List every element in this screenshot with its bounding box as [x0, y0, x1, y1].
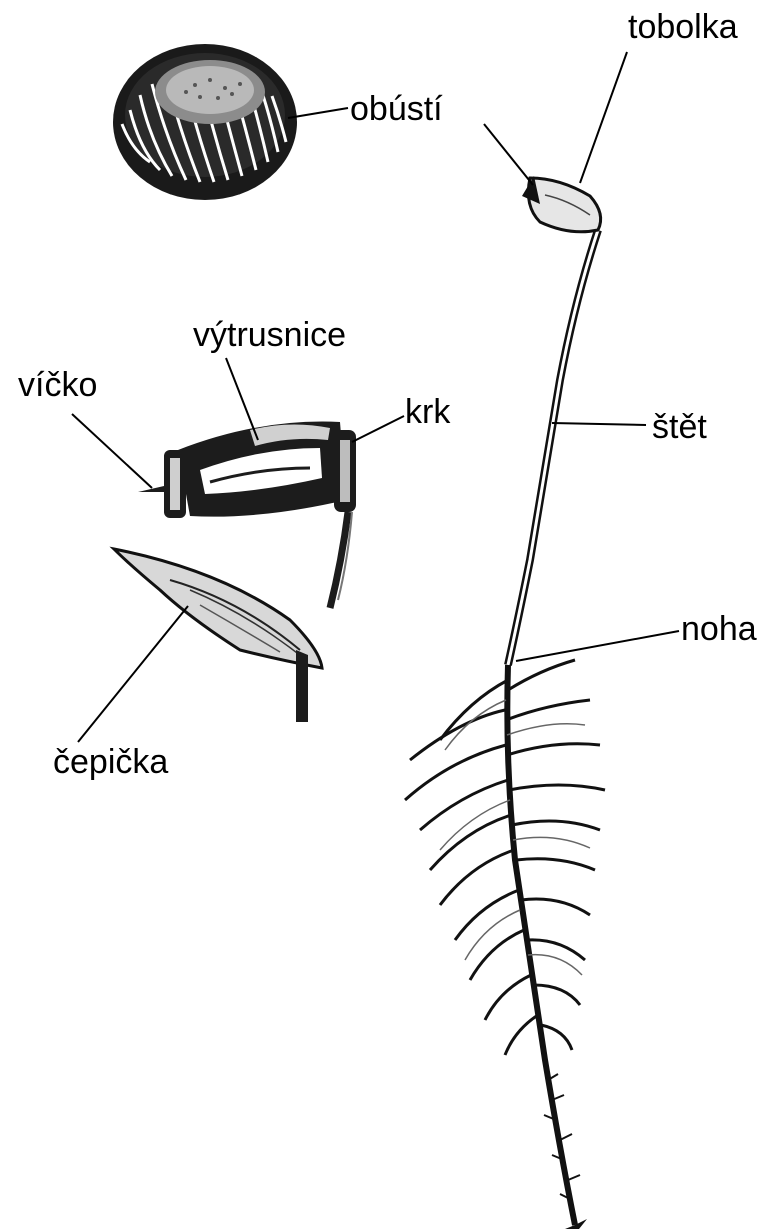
label-noha: noha [681, 612, 757, 646]
calyptra-drawing [114, 549, 322, 722]
label-cepicka: čepička [53, 745, 168, 779]
label-vytrusnice: výtrusnice [193, 318, 346, 352]
moss-plant-drawing [405, 176, 605, 1229]
label-krk: krk [405, 395, 450, 429]
label-stet: štět [652, 410, 707, 444]
peristome-drawing [113, 44, 297, 200]
label-obusti: obústí [350, 92, 443, 126]
label-tobolka: tobolka [628, 10, 738, 44]
label-vicko: víčko [18, 368, 97, 402]
